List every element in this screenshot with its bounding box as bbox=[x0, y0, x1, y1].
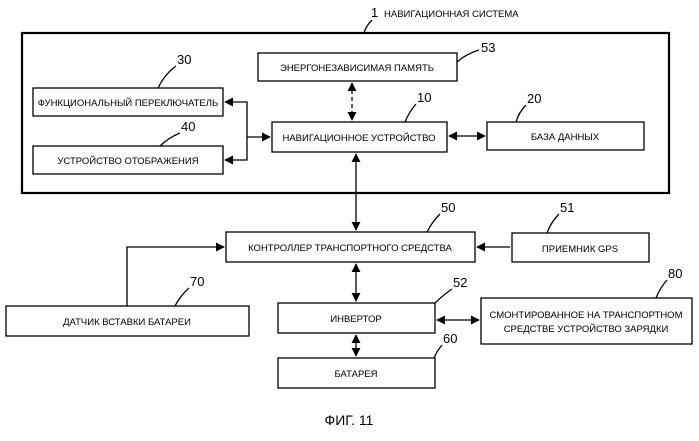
gps-receiver-label: ПРИЕМНИК GPS bbox=[542, 244, 618, 255]
inverter-number: 52 bbox=[453, 275, 467, 290]
display-device-leader-line bbox=[160, 133, 180, 146]
nav-display-arrow bbox=[225, 137, 247, 160]
memory-label: ЭНЕРГОНЕЗАВИСИМАЯ ПАМЯТЬ bbox=[280, 63, 434, 74]
inverter-leader-line bbox=[435, 289, 452, 303]
charger-label-line1: СМОНТИРОВАННОЕ НА ТРАНСПОРТНОМ bbox=[489, 310, 682, 321]
navigation-device-leader-line bbox=[405, 104, 416, 122]
vehicle-controller-number: 50 bbox=[441, 200, 455, 215]
battery-number: 60 bbox=[443, 331, 457, 346]
database-label: БАЗА ДАННЫХ bbox=[531, 132, 600, 143]
battery-label: БАТАРЕЯ bbox=[335, 369, 378, 380]
charger-number: 80 bbox=[668, 266, 682, 281]
gps-receiver-number: 51 bbox=[560, 200, 574, 215]
sensor-controller-arrow bbox=[127, 247, 224, 306]
nav-function-switch-arrow bbox=[225, 102, 270, 137]
gps-receiver-leader-line bbox=[547, 214, 559, 233]
display-device-label: УСТРОЙСТВО ОТОБРАЖЕНИЯ bbox=[57, 155, 198, 167]
function-switch-leader-line bbox=[158, 66, 176, 88]
system-leader-line bbox=[364, 20, 372, 33]
battery-sensor-number: 70 bbox=[190, 274, 204, 289]
database-number: 20 bbox=[527, 91, 541, 106]
display-device-number: 40 bbox=[181, 119, 195, 134]
battery-sensor-leader-line bbox=[175, 288, 189, 306]
battery-leader-line bbox=[434, 345, 442, 358]
battery-sensor-label: ДАТЧИК ВСТАВКИ БАТАРЕИ bbox=[63, 317, 191, 328]
system-label: НАВИГАЦИОННАЯ СИСТЕМА bbox=[384, 9, 519, 20]
inverter-label: ИНВЕРТОР bbox=[330, 314, 381, 325]
charger-block bbox=[481, 298, 692, 344]
figure-caption: ФИГ. 11 bbox=[325, 412, 374, 428]
navigation-device-number: 10 bbox=[417, 90, 431, 105]
function-switch-label: ФУНКЦИОНАЛЬНЫЙ ПЕРЕКЛЮЧАТЕЛЬ bbox=[38, 97, 219, 109]
vehicle-controller-leader-line bbox=[427, 214, 440, 232]
memory-number: 53 bbox=[481, 40, 495, 55]
memory-leader-line bbox=[457, 50, 479, 62]
charger-label-line2: СРЕДСТВЕ УСТРОЙСТВО ЗАРЯДКИ bbox=[504, 323, 669, 335]
function-switch-number: 30 bbox=[177, 52, 191, 67]
vehicle-controller-label: КОНТРОЛЛЕР ТРАНСПОРТНОГО СРЕДСТВА bbox=[248, 243, 452, 254]
database-leader-line bbox=[516, 105, 526, 122]
navigation-device-label: НАВИГАЦИОННОЕ УСТРОЙСТВО bbox=[282, 132, 435, 144]
charger-leader-line bbox=[656, 280, 667, 298]
system-number: 1 bbox=[371, 5, 378, 20]
